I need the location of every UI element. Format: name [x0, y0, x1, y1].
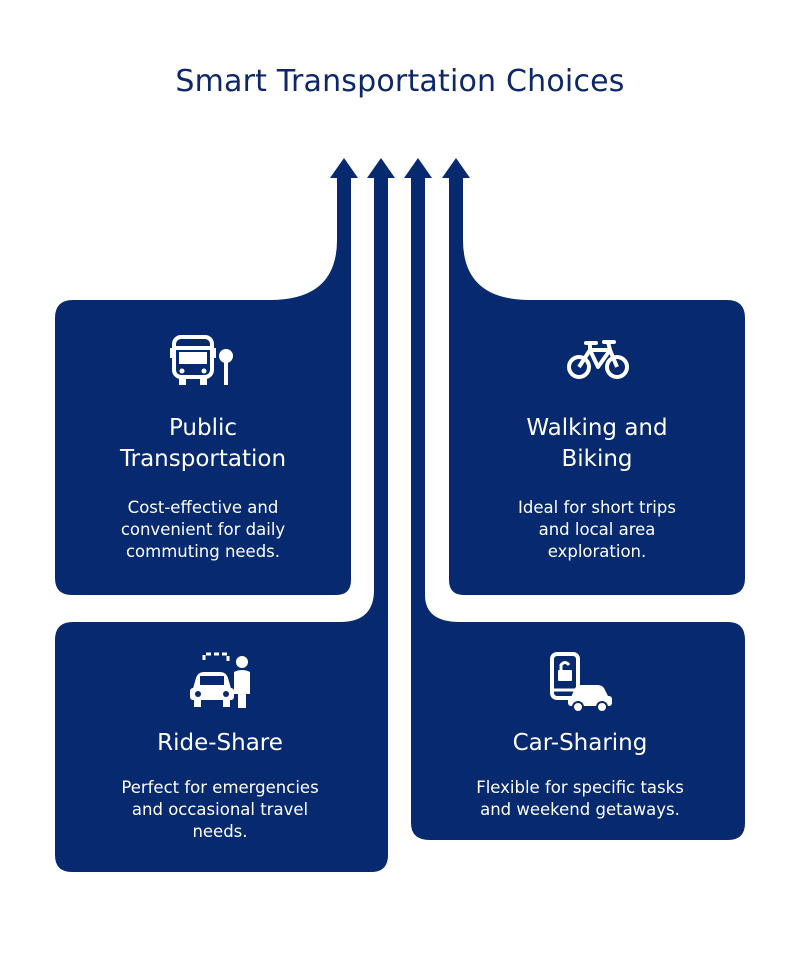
card-title-public-line-1: Public [168, 415, 238, 441]
arrow-head-1 [330, 158, 358, 178]
card-shape-ride-share [55, 178, 388, 872]
card-title-walking-line-2: Biking [561, 446, 633, 472]
card-desc-public-line-1: Cost-effective and [127, 498, 279, 517]
card-desc-ride-line-2: and occasional travel [131, 800, 309, 819]
card-shape-public-transportation [55, 178, 351, 595]
card-desc-public-line-3: commuting needs. [125, 542, 281, 561]
arrow-head-3 [404, 158, 432, 178]
card-desc-walking-line-1: Ideal for short trips [518, 498, 676, 517]
card-title-public-line-2: Transportation [119, 446, 287, 472]
bus-stop-icon [170, 335, 233, 385]
card-desc-public-line-2: convenient for daily [120, 520, 286, 539]
card-desc-car-line-1: Flexible for specific tasks [476, 778, 684, 797]
arrow-head-4 [442, 158, 470, 178]
card-public-transportation: Public Transportation Cost-effective and… [70, 413, 336, 563]
card-desc-car-line-2: and weekend getaways. [480, 800, 680, 819]
card-title-walking-line-1: Walking and [526, 415, 668, 441]
ride-share-icon [190, 652, 250, 708]
bicycle-icon [567, 340, 629, 379]
card-car-sharing: Car-Sharing Flexible for specific tasks … [432, 728, 728, 821]
card-desc-walking-line-3: exploration. [547, 542, 647, 561]
page-title: Smart Transportation Choices [175, 64, 625, 99]
card-shape-car-sharing [411, 178, 745, 840]
card-shape-walking-biking [449, 178, 745, 595]
card-ride-share: Ride-Share Perfect for emergencies and o… [70, 728, 370, 843]
card-title-car-sharing: Car-Sharing [512, 730, 648, 756]
car-sharing-icon [550, 652, 612, 712]
arrow-head-2 [367, 158, 395, 178]
card-desc-walking-line-2: and local area [538, 520, 656, 539]
card-title-ride-share: Ride-Share [157, 730, 283, 756]
card-walking-biking: Walking and Biking Ideal for short trips… [464, 413, 730, 563]
card-desc-ride-line-3: needs. [192, 822, 248, 841]
card-desc-ride-line-1: Perfect for emergencies [121, 778, 319, 797]
